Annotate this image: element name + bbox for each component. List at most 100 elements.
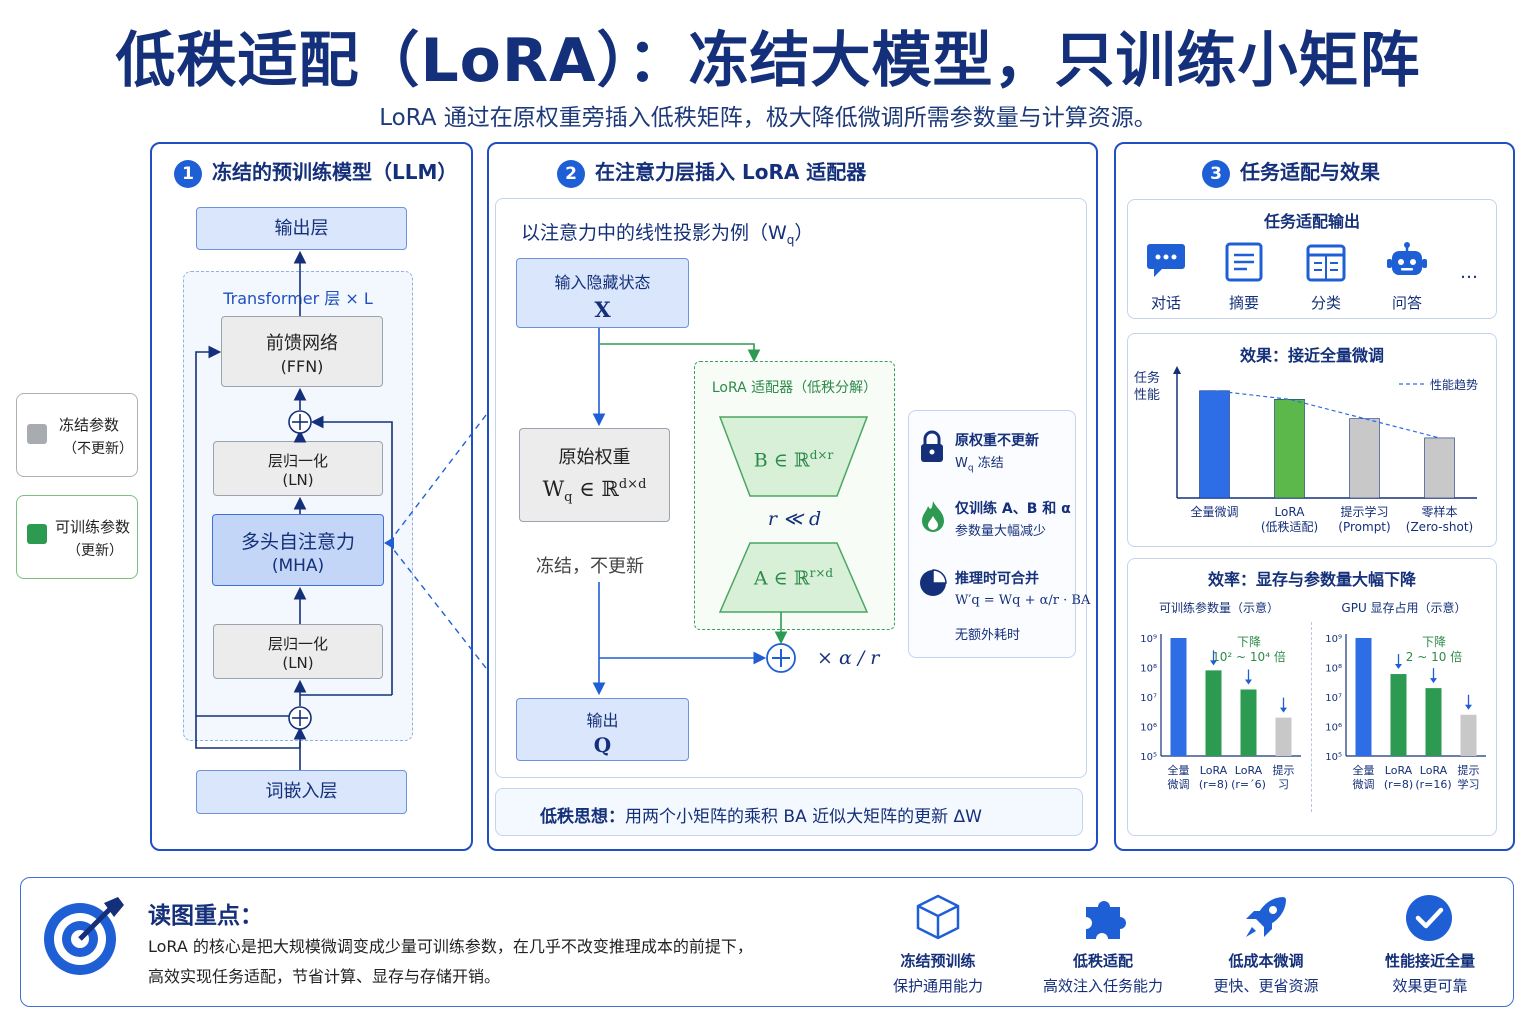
bar [1425, 688, 1442, 756]
task-label-chat: 对话 [1150, 294, 1181, 312]
output-q-box: 输出 Q [516, 698, 689, 761]
x-tick-label: LoRA [1235, 764, 1263, 777]
x-tick-label: 提示学习 [1340, 504, 1388, 519]
trend-line [1214, 390, 1440, 439]
x-tick-label: LoRA [1420, 764, 1448, 777]
y-tick-label: 10⁵ [1325, 752, 1342, 763]
output-layer-label: 输出层 [274, 218, 329, 239]
a-matrix-sup: r×d [809, 566, 834, 580]
frozen-note: 冻结，不更新 [536, 556, 644, 577]
efficiency-divider [1311, 622, 1312, 812]
ln-top-abbr: (LN) [282, 471, 314, 489]
x-tick-label: 提示 [1458, 764, 1480, 777]
x-tick-label: 习 [1278, 778, 1289, 791]
low-rank-idea-bar [495, 788, 1083, 836]
legend-frozen: 冻结参数 （不更新） [16, 393, 138, 477]
input-hidden-label: 输入隐藏状态 [554, 273, 651, 292]
x-tick-label: 学习 [1458, 777, 1480, 791]
transformer-label: Transformer 层 × L [223, 289, 373, 308]
input-hidden-box: 输入隐藏状态 X [516, 258, 689, 328]
lock-icon [921, 430, 943, 462]
output-layer: 输出层 [196, 207, 407, 250]
panel2-number: 2 [557, 159, 585, 188]
low-rank-idea-bold: 低秩思想： [540, 807, 625, 827]
scale-factor: × α / r [817, 647, 880, 669]
puzzle-icon [1086, 901, 1126, 939]
pie-chart-icon [920, 569, 947, 596]
legend-trainable-label: 可训练参数 [55, 518, 131, 536]
x-tick-label: (r=8) [1199, 778, 1228, 791]
y-tick-label: 10⁸ [1140, 664, 1157, 675]
output-q-var: Q [593, 733, 612, 757]
x-tick-label: 全量微调 [1190, 504, 1238, 519]
footer-item-perf-title: 性能接近全量 [1384, 952, 1475, 970]
x-tick-label: LoRA [1200, 764, 1228, 777]
task-label-summary: 摘要 [1228, 294, 1259, 312]
bar [1275, 717, 1292, 756]
x-tick-label: LoRA [1385, 764, 1413, 777]
note1-title: 原权重不更新 [955, 433, 1039, 449]
ln-bottom-abbr: (LN) [282, 654, 314, 672]
frozen-swatch [27, 424, 47, 444]
x-tick-label: (r=ˊ6) [1231, 778, 1266, 791]
ln-bottom-label: 层归一化 [267, 635, 328, 653]
matrix-a-label: A ∈ ℝr×d [720, 566, 867, 589]
legend-trainable: 可训练参数 （更新） [16, 495, 138, 579]
note1-text: Wq 冻结 [955, 452, 1004, 474]
x-tick-label: 提示 [1273, 764, 1295, 777]
footer-item-lowcost-title: 低成本微调 [1228, 952, 1304, 970]
page-subtitle: LoRA 通过在原权重旁插入低秩矩阵，极大降低微调所需参数量与计算资源。 [379, 105, 1157, 131]
x-tick-label: LoRA [1275, 505, 1306, 519]
original-weight-box: 原始权重 Wq ∈ ℝd×d [519, 428, 670, 522]
effect-chart-title: 效果：接近全量微调 [1239, 346, 1384, 365]
ln-top-box: 层归一化 (LN) [213, 441, 383, 496]
matrix-b-label: B ∈ ℝd×r [720, 448, 867, 471]
bar [1355, 638, 1372, 756]
low-rank-idea-body: 用两个小矩阵的乘积 BA 近似大矩阵的更新 ΔW [625, 807, 982, 827]
y-tick-label: 10⁹ [1140, 634, 1157, 645]
chart-title: 可训练参数量（示意） [1159, 600, 1279, 615]
cube-icon [916, 894, 960, 940]
a-matrix-text: A ∈ ℝ [753, 567, 810, 590]
table-icon [1306, 244, 1346, 282]
b-matrix-sup: d×r [809, 448, 834, 462]
b-matrix-text: B ∈ ℝ [753, 449, 810, 472]
y-tick-label: 10⁷ [1325, 693, 1342, 704]
chart-annotation: 2 ~ 10 倍 [1406, 649, 1462, 664]
ffn-box: 前馈网络 (FFN) [221, 316, 383, 387]
bar [1205, 670, 1222, 756]
flame-icon [922, 501, 944, 532]
note3-formula: W′q = Wq + α/r · BA [955, 593, 1091, 608]
bar [1274, 399, 1305, 499]
check-circle-icon [1406, 895, 1452, 941]
bar [1424, 437, 1455, 499]
low-rank-idea-text: 低秩思想：用两个小矩阵的乘积 BA 近似大矩阵的更新 ΔW [540, 802, 982, 827]
mha-abbr: (MHA) [271, 556, 325, 576]
mha-label: 多头自注意力 [240, 531, 355, 553]
down-arrow-head [1465, 704, 1472, 710]
orig-w-rest: ∈ ℝ [572, 477, 619, 501]
output-q-label: 输出 [586, 711, 619, 730]
rank-note: r ≪ d [767, 508, 822, 530]
x-tick-label: 微调 [1353, 777, 1375, 791]
down-arrow-head [1245, 679, 1252, 685]
footer-item-perf-sub: 效果更可靠 [1392, 977, 1468, 995]
trainable-swatch [27, 524, 47, 544]
task-label-classify: 分类 [1310, 294, 1341, 312]
panel2-title: 在注意力层插入 LoRA 适配器 [595, 160, 867, 184]
ln-top-label: 层归一化 [267, 452, 328, 470]
input-var: X [594, 297, 611, 322]
gpu-memory-chart: GPU 显存占用（示意）10⁵10⁶10⁷10⁸10⁹全量微调LoRA(r=8)… [1325, 600, 1486, 791]
panel1-number: 1 [174, 159, 202, 188]
chart-title: GPU 显存占用（示意） [1341, 600, 1466, 615]
example-text: 以注意力中的线性投影为例（W [521, 222, 787, 244]
original-weight-formula: Wq ∈ ℝd×d [520, 477, 669, 505]
legend-trend-label: 性能趋势 [1430, 378, 1478, 392]
x-tick-label: (Prompt) [1338, 520, 1390, 534]
lora-adapter-title: LoRA 适配器（低秩分解） [711, 380, 878, 396]
note1-w: W [955, 456, 968, 471]
ffn-abbr: (FFN) [280, 357, 324, 376]
